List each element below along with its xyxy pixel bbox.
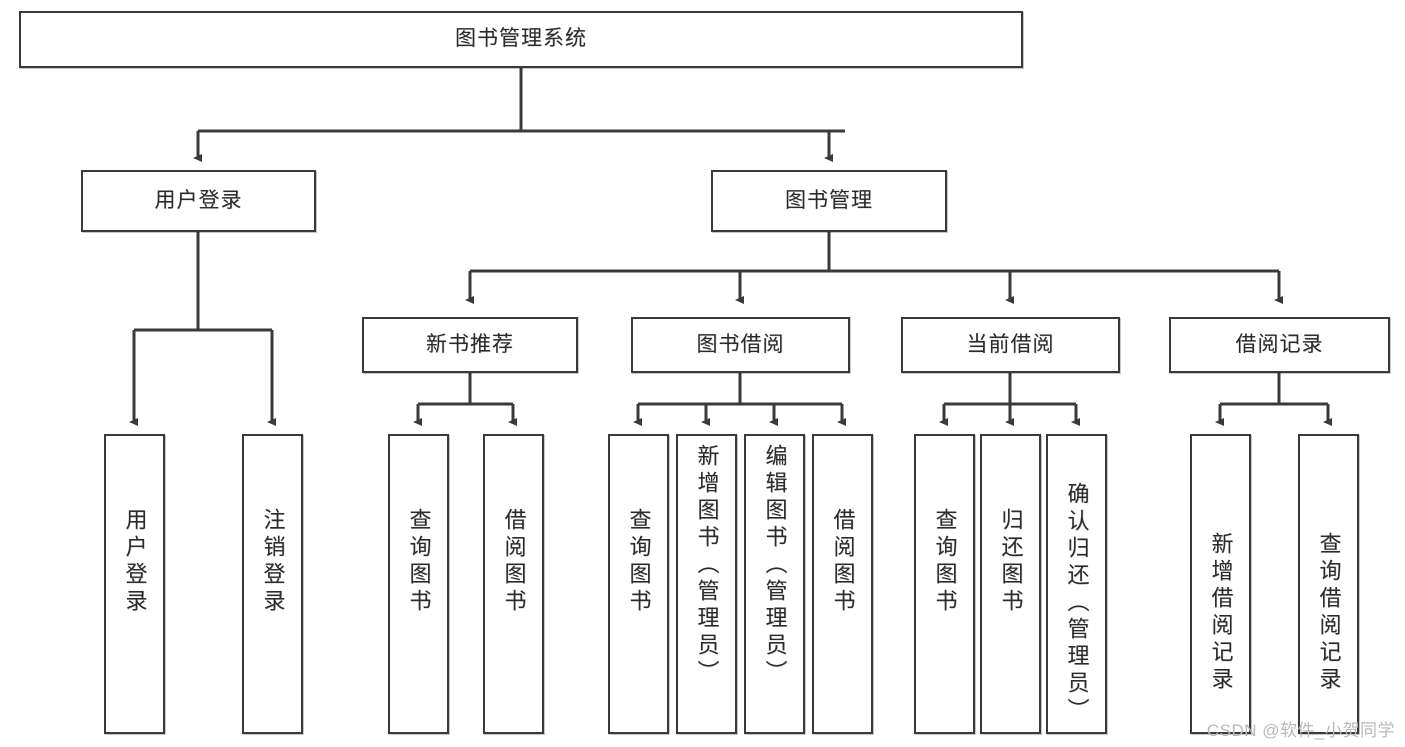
node-label: 新书推荐 [426,332,514,356]
node-label: 图书借阅 [696,332,785,356]
leaf-current-confirm-return-admin[interactable]: 确认归还（管理员） [1046,434,1107,734]
leaf-borrow-edit-book-admin[interactable]: 编辑图书（管理员） [744,434,805,734]
node-label: 用户登录 [122,508,148,616]
leaf-borrow-add-book-admin[interactable]: 新增图书（管理员） [676,434,737,734]
node-label: 查询图书 [406,508,432,616]
node-label: 查询借阅记录 [1316,532,1342,694]
node-label: 借阅图书 [501,508,527,616]
node-root-system[interactable]: 图书管理系统 [19,11,1023,68]
node-user-login[interactable]: 用户登录 [81,170,316,232]
node-label: 新增借阅记录 [1208,532,1234,694]
node-label: 新增图书（管理员） [694,444,720,687]
leaf-record-query-record[interactable]: 查询借阅记录 [1298,434,1359,734]
node-borrow-record[interactable]: 借阅记录 [1169,317,1390,373]
node-label: 确认归还（管理员） [1064,482,1090,725]
leaf-recommend-query-book[interactable]: 查询图书 [388,434,449,734]
node-book-borrow[interactable]: 图书借阅 [631,317,850,373]
node-book-management[interactable]: 图书管理 [711,170,947,232]
node-label: 查询图书 [932,508,958,616]
node-label: 归还图书 [998,508,1024,616]
node-current-borrow[interactable]: 当前借阅 [901,317,1120,373]
leaf-user-login-logout[interactable]: 注销登录 [242,434,303,734]
leaf-current-query-book[interactable]: 查询图书 [914,434,975,734]
leaf-current-return-book[interactable]: 归还图书 [980,434,1041,734]
leaf-record-add-record[interactable]: 新增借阅记录 [1190,434,1251,734]
leaf-recommend-borrow-book[interactable]: 借阅图书 [483,434,544,734]
leaf-borrow-borrow-book[interactable]: 借阅图书 [812,434,873,734]
node-label: 借阅图书 [830,508,856,616]
node-label: 编辑图书（管理员） [762,444,788,687]
leaf-user-login-login[interactable]: 用户登录 [104,434,165,734]
node-label: 查询图书 [626,508,652,616]
leaf-borrow-query-book[interactable]: 查询图书 [608,434,669,734]
node-new-book-recommend[interactable]: 新书推荐 [362,317,578,373]
node-label: 借阅记录 [1235,332,1324,356]
node-label: 用户登录 [154,188,243,212]
node-label: 图书管理系统 [455,27,587,51]
node-label: 图书管理 [785,188,873,212]
node-label: 注销登录 [260,508,286,616]
node-label: 当前借阅 [966,332,1055,356]
